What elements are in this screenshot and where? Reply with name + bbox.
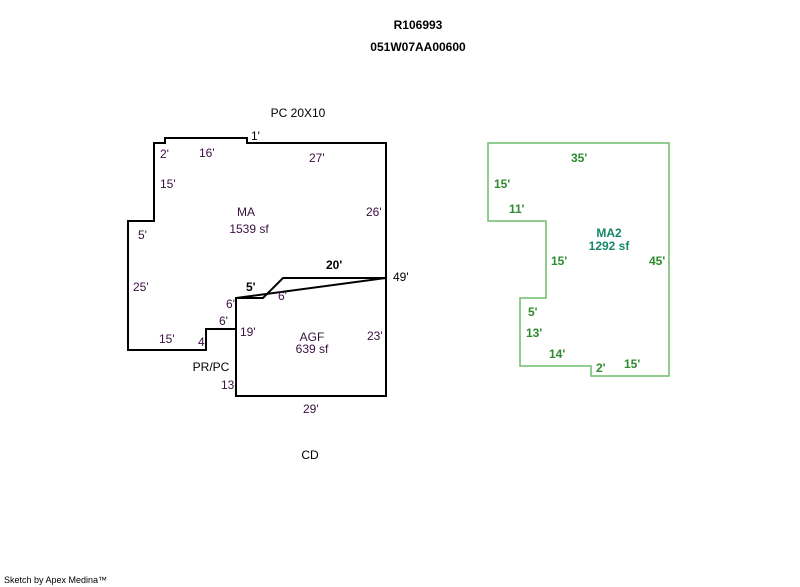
dim-label: 6' bbox=[219, 314, 228, 328]
dim-label: 45' bbox=[649, 254, 665, 268]
dim-label: 4 bbox=[198, 335, 205, 349]
dim-label: 5' bbox=[528, 305, 538, 319]
dim-label: 15' bbox=[494, 177, 510, 191]
footer-credit: Sketch by Apex Medina™ bbox=[4, 575, 107, 585]
dim-label: 29' bbox=[303, 402, 319, 416]
agf-name: AGF bbox=[300, 330, 325, 344]
dim-label: 19' bbox=[240, 325, 256, 339]
ma-size: 1539 sf bbox=[229, 222, 269, 236]
record-id: R106993 bbox=[394, 18, 443, 32]
dim-label: 15' bbox=[624, 357, 640, 371]
dim-label: 23' bbox=[367, 329, 383, 343]
note-cd: CD bbox=[301, 448, 319, 462]
dim-label: 11' bbox=[509, 202, 525, 216]
dim-label: 15' bbox=[160, 177, 176, 191]
dim-label: 13' bbox=[526, 326, 542, 340]
ma-name: MA bbox=[237, 205, 255, 219]
dim-label: 20' bbox=[326, 258, 342, 272]
dim-label: 2' bbox=[596, 361, 606, 375]
dim-label: 15' bbox=[551, 254, 567, 268]
ma-outline bbox=[127, 137, 387, 351]
note-porch: PR/PC bbox=[193, 360, 230, 374]
dim-label: 49' bbox=[393, 270, 409, 284]
ma2-outline bbox=[487, 142, 670, 377]
ma2-name: MA2 bbox=[596, 226, 622, 240]
dim-label: 14' bbox=[549, 347, 565, 361]
agf-outline bbox=[235, 276, 387, 397]
dim-label: 2' bbox=[160, 147, 169, 161]
dim-label: 5' bbox=[246, 280, 256, 294]
map-number: 051W07AA00600 bbox=[370, 40, 466, 54]
agf-size: 639 sf bbox=[296, 342, 329, 356]
dim-label: 35' bbox=[571, 151, 587, 165]
note-pc: PC 20X10 bbox=[271, 106, 326, 120]
dim-label: 27' bbox=[309, 151, 325, 165]
dim-label: 26' bbox=[366, 205, 382, 219]
dim-label: 25' bbox=[133, 280, 149, 294]
ma2-size: 1292 sf bbox=[589, 239, 631, 253]
dim-label: 1' bbox=[251, 129, 260, 143]
dim-label: 5' bbox=[138, 228, 147, 242]
dim-label: 13' bbox=[221, 378, 237, 392]
dim-label: 6' bbox=[226, 297, 235, 311]
dim-label: 15' bbox=[159, 332, 175, 346]
dim-label: 16' bbox=[199, 146, 215, 160]
dim-label: 6' bbox=[278, 289, 287, 303]
